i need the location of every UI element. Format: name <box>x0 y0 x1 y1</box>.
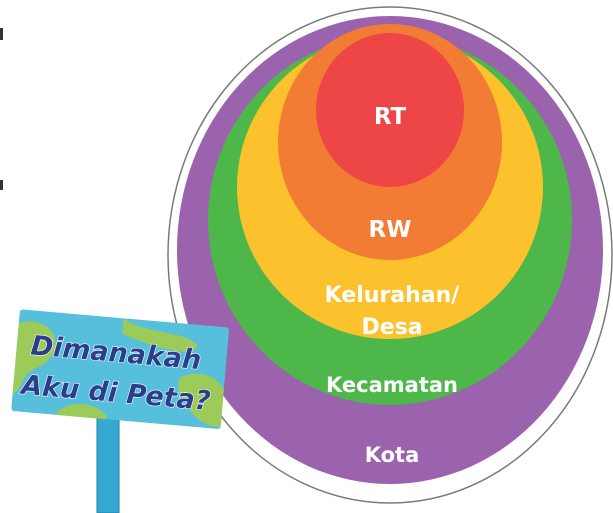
ring-rt <box>316 33 464 187</box>
label-desa: Desa <box>361 315 422 340</box>
sign-land-left <box>12 321 56 395</box>
sign-land-top <box>122 318 198 352</box>
sign-land-right <box>177 373 224 428</box>
label-kelurahan: Kelurahan/ <box>325 283 461 308</box>
sign: Dimanakah Aku di Peta? <box>11 309 229 513</box>
edge-mark-middle <box>0 180 3 190</box>
label-kecamatan: Kecamatan <box>326 373 458 397</box>
edge-mark-top <box>0 28 3 40</box>
label-rw: RW <box>368 217 411 243</box>
sign-land-bottom <box>54 404 107 420</box>
label-kota: Kota <box>365 443 420 467</box>
label-rt: RT <box>374 104 407 130</box>
